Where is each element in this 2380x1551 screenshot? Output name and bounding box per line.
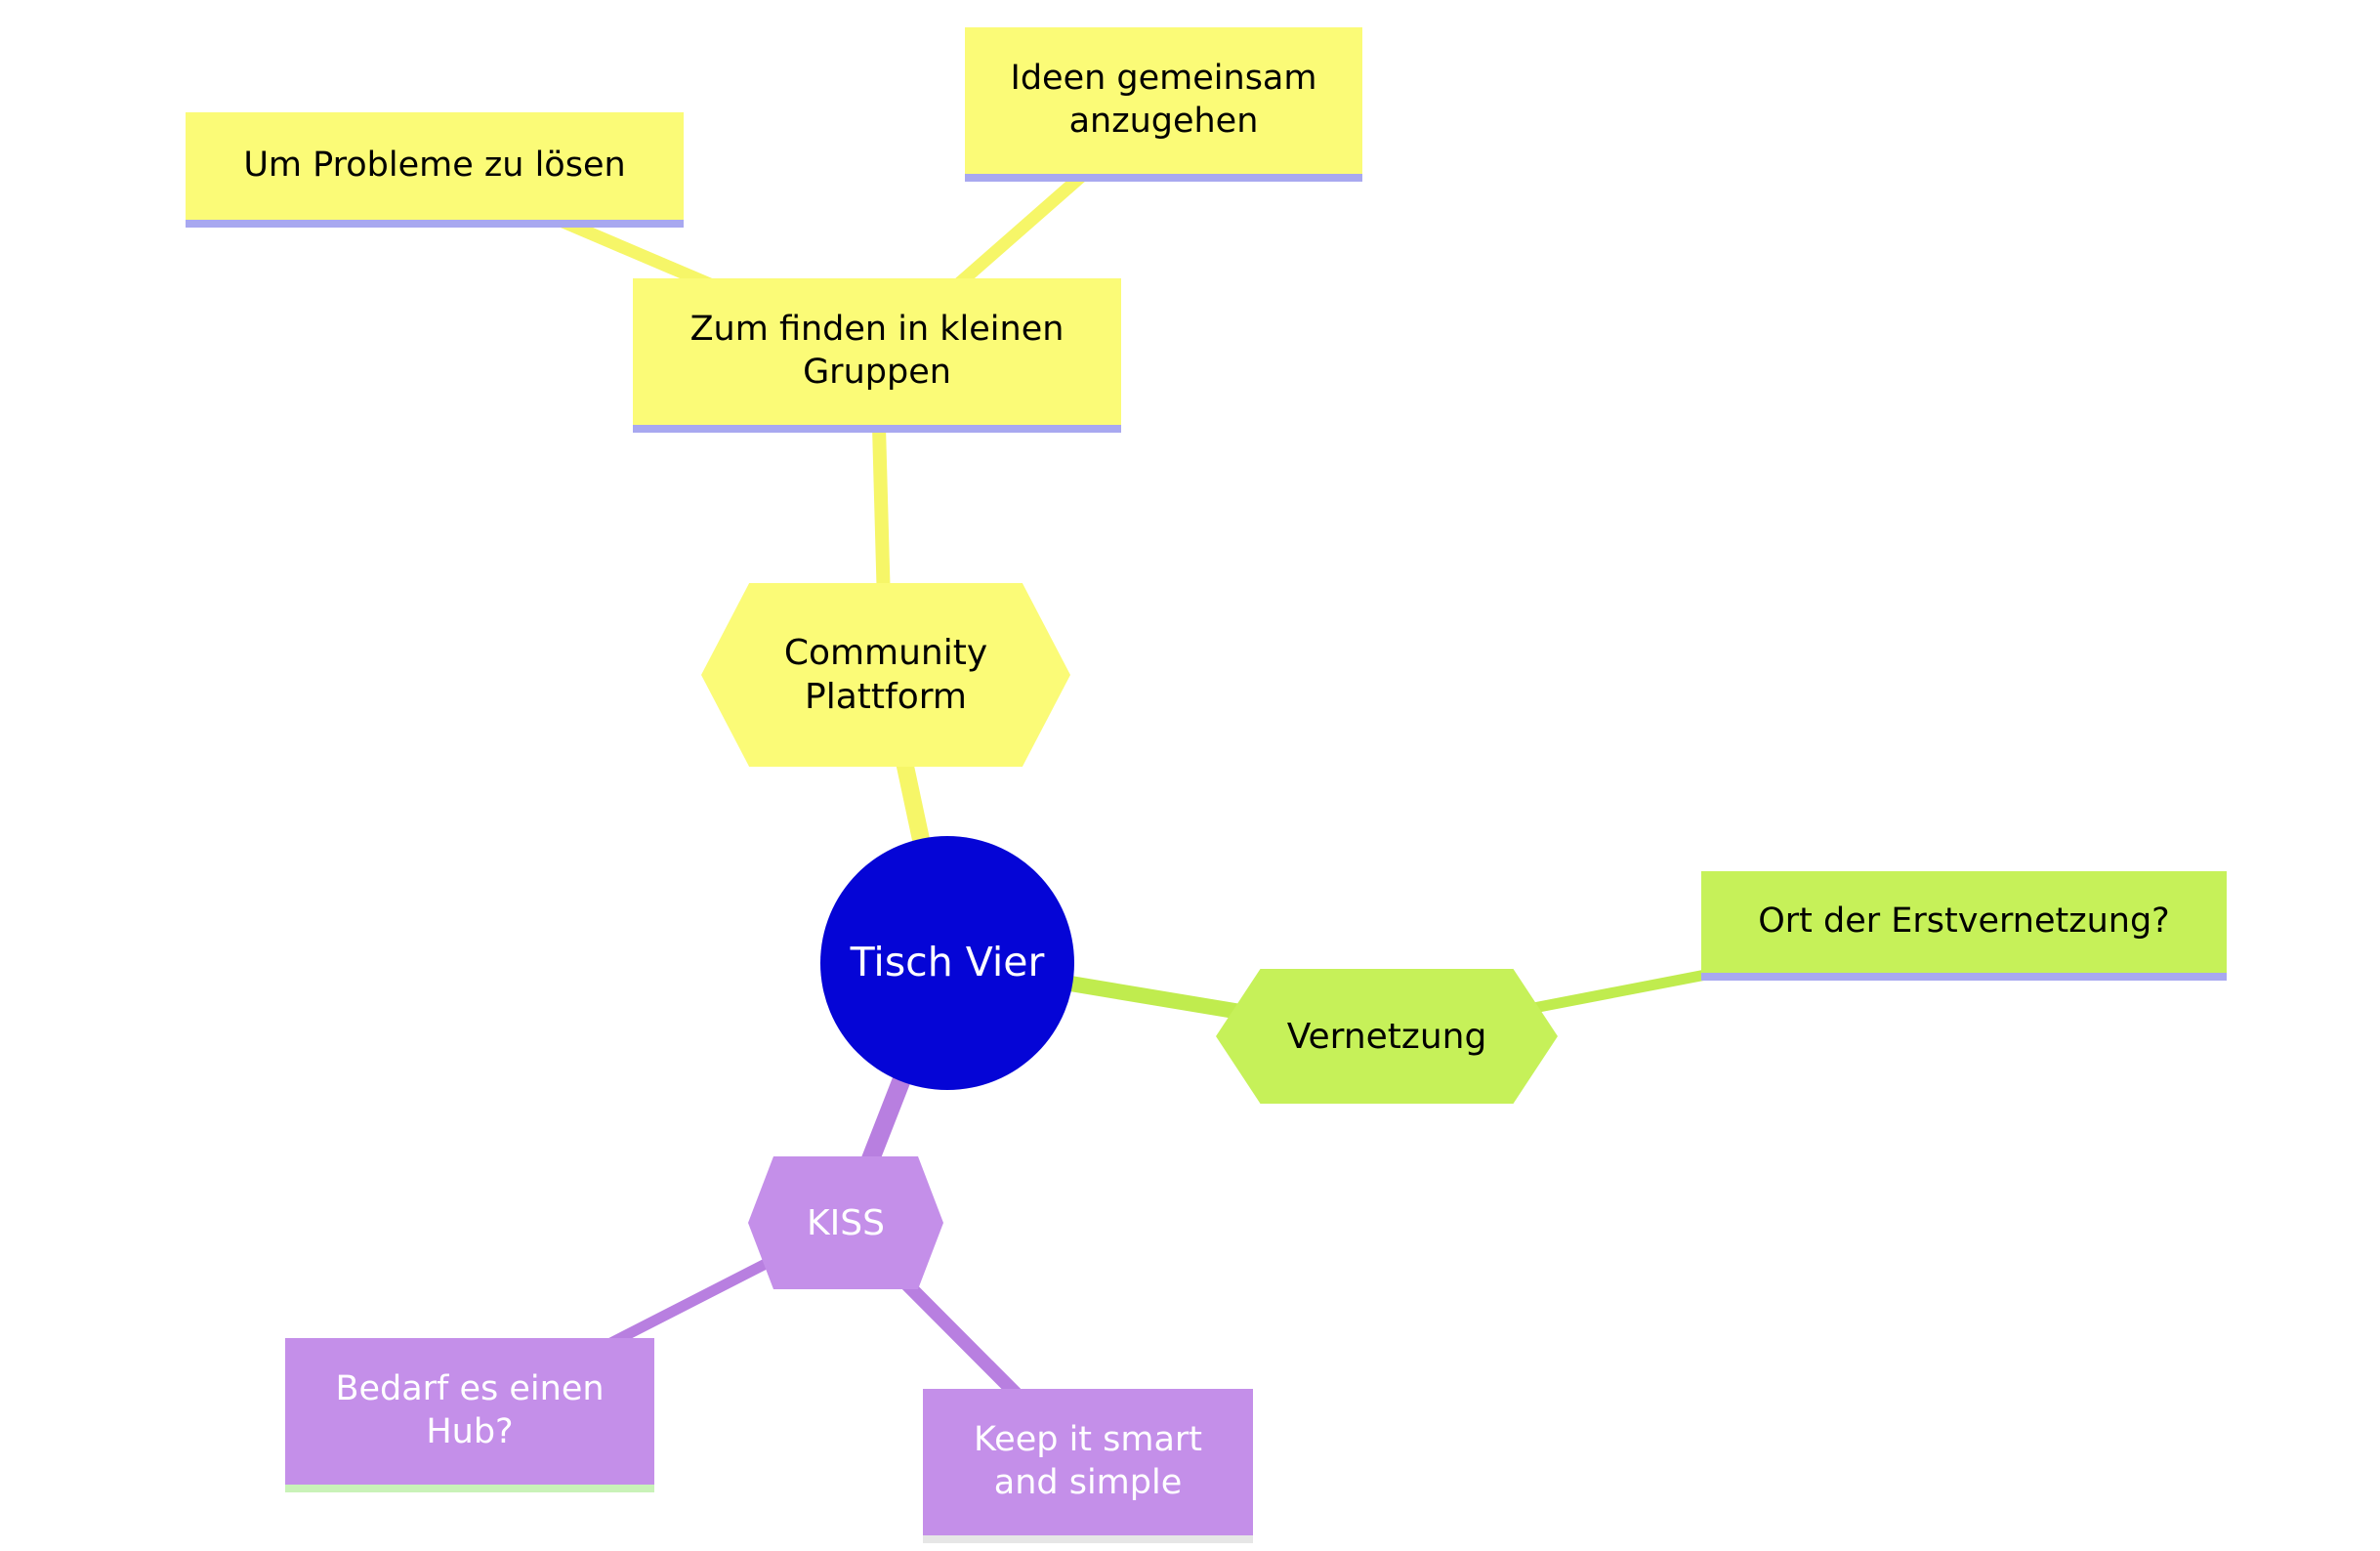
node-um-probleme[interactable]: Um Probleme zu lösen: [186, 112, 684, 228]
node-zum-finden[interactable]: Zum finden in kleinen Gruppen: [633, 278, 1121, 433]
node-community-plattform[interactable]: Community Plattform: [701, 583, 1070, 767]
node-tisch-vier-root[interactable]: Tisch Vier: [820, 836, 1074, 1090]
node-vernetzung[interactable]: Vernetzung: [1216, 969, 1558, 1104]
node-ort-der-erstvernetzung[interactable]: Ort der Erstvernetzung?: [1701, 871, 2227, 981]
node-kiss[interactable]: KISS: [748, 1156, 943, 1289]
node-bedarf-hub[interactable]: Bedarf es einen Hub?: [285, 1338, 654, 1492]
node-keep-it-smart[interactable]: Keep it smart and simple: [923, 1389, 1253, 1543]
node-ideen-gemeinsam[interactable]: Ideen gemeinsam anzugehen: [965, 27, 1362, 182]
